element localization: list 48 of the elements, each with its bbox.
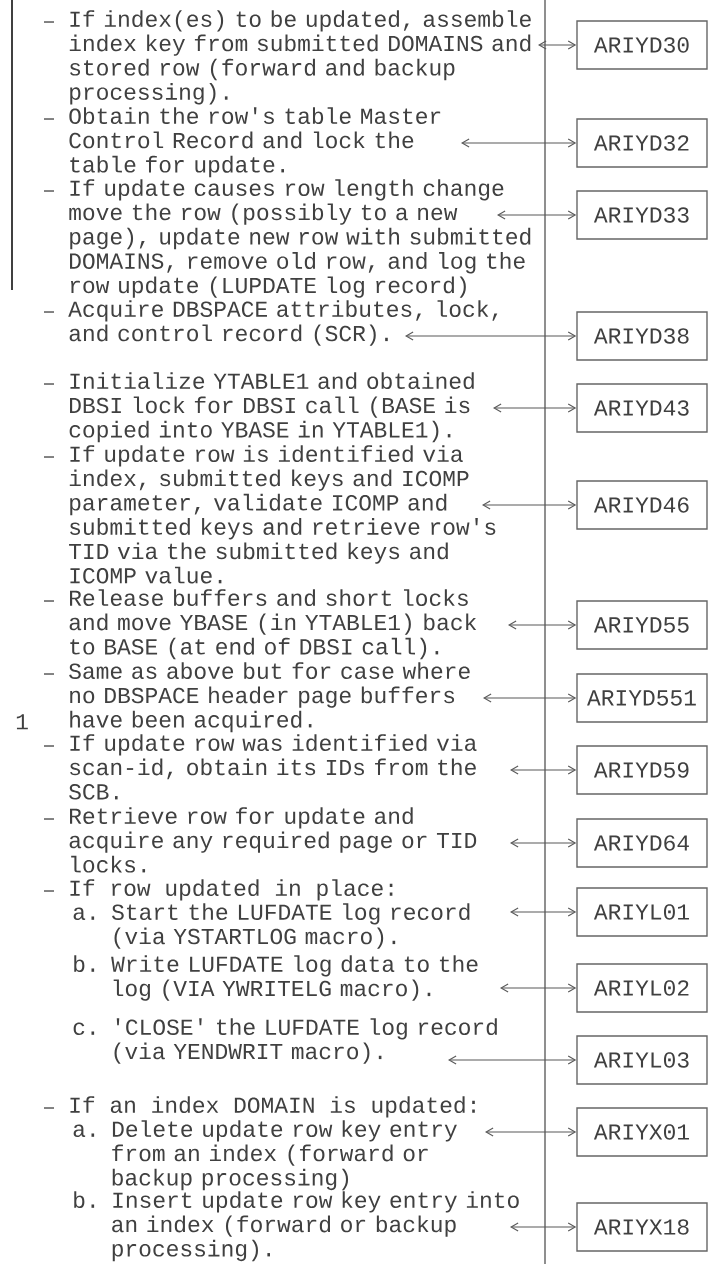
stray-mark: 1 [16,714,28,730]
module-box: ARIYX18 [576,1202,708,1252]
module-box: ARIYD551 [576,673,708,723]
step-text: Release buffers and short locks and move YBASE (in YTABLE1) back to BASE (at end of DBSI call). [69,589,477,660]
module-box: ARIYD55 [576,600,708,650]
double-arrow [483,693,577,703]
double-arrow [510,1222,577,1232]
step-text: a. Start the LUFDATE log record (via YSTARTLOG macro). [73,903,470,949]
step-text: b. Write LUFDATE log data to the log (VIA YWRITELG macro). [74,955,478,1001]
step-text: Acquire DBSPACE attributes, lock, and control record (SCR). [68,300,498,346]
double-arrow [510,765,577,775]
list-heading: If an index DOMAIN is updated: [70,1096,475,1118]
double-arrow [493,403,577,413]
module-box: ARIYD30 [576,20,708,70]
module-box: ARIYL02 [576,963,708,1013]
double-arrow [510,907,577,917]
double-arrow [497,210,577,220]
step-text: If update causes row length change move the row (possibly to a new page), update new row with submitted DOMAINS, remove old row, and log the row update (LUPDATE log record) [69,179,531,298]
step-text: c. 'CLOSE' the LUFDATE log record (via YENDWRIT macro). [73,1018,497,1064]
module-box: ARIYL03 [576,1035,708,1085]
step-text: a. Delete update row key entry from an index (forward or backup processing) [73,1120,457,1191]
module-box: ARIYD33 [576,190,708,240]
step-text: If index(es) to be updated, assemble index key from submitted DOMAINS and stored row (forward and backup processing). [69,10,531,105]
module-box: ARIYL01 [576,887,708,937]
module-box: ARIYD46 [576,480,708,530]
module-box: ARIYD59 [576,745,708,795]
module-box: ARIYD32 [576,118,708,168]
double-arrow [538,40,577,50]
step-text: Obtain the row's table Master Control Record and lock the table for update. [69,107,441,178]
double-arrow [508,620,577,630]
list-heading: If row updated in place: [70,879,393,901]
step-text: Initialize YTABLE1 and obtained DBSI lock for DBSI call (BASE is copied into YBASE in YTABLE1). [69,372,474,443]
double-arrow [461,138,577,148]
step-text: If update row is identified via index, submitted keys and ICOMP parameter, validate ICOMP and submitted keys and retrieve row's TID via the submitted keys and ICOMP value. [69,445,496,584]
module-box: ARIYX01 [576,1107,708,1157]
double-arrow [405,331,577,341]
module-box: ARIYD38 [576,311,708,361]
double-arrow [482,500,577,510]
step-text: If update row was identified via scan-id, obtain its IDs from the SCB. [69,734,477,800]
double-arrow [500,983,577,993]
module-box: ARIYD64 [576,818,708,868]
step-text: b. Insert update row key entry into an index (forward or backup processing). [74,1191,519,1262]
double-arrow [510,838,577,848]
step-text: Retrieve row for update and acquire any required page or TID locks. [69,807,477,873]
step-text: Same as above but for case where no DBSPACE header page buffers have been acquired. [69,662,470,733]
module-box: ARIYD43 [576,383,708,433]
double-arrow [448,1055,577,1065]
double-arrow [485,1127,577,1137]
